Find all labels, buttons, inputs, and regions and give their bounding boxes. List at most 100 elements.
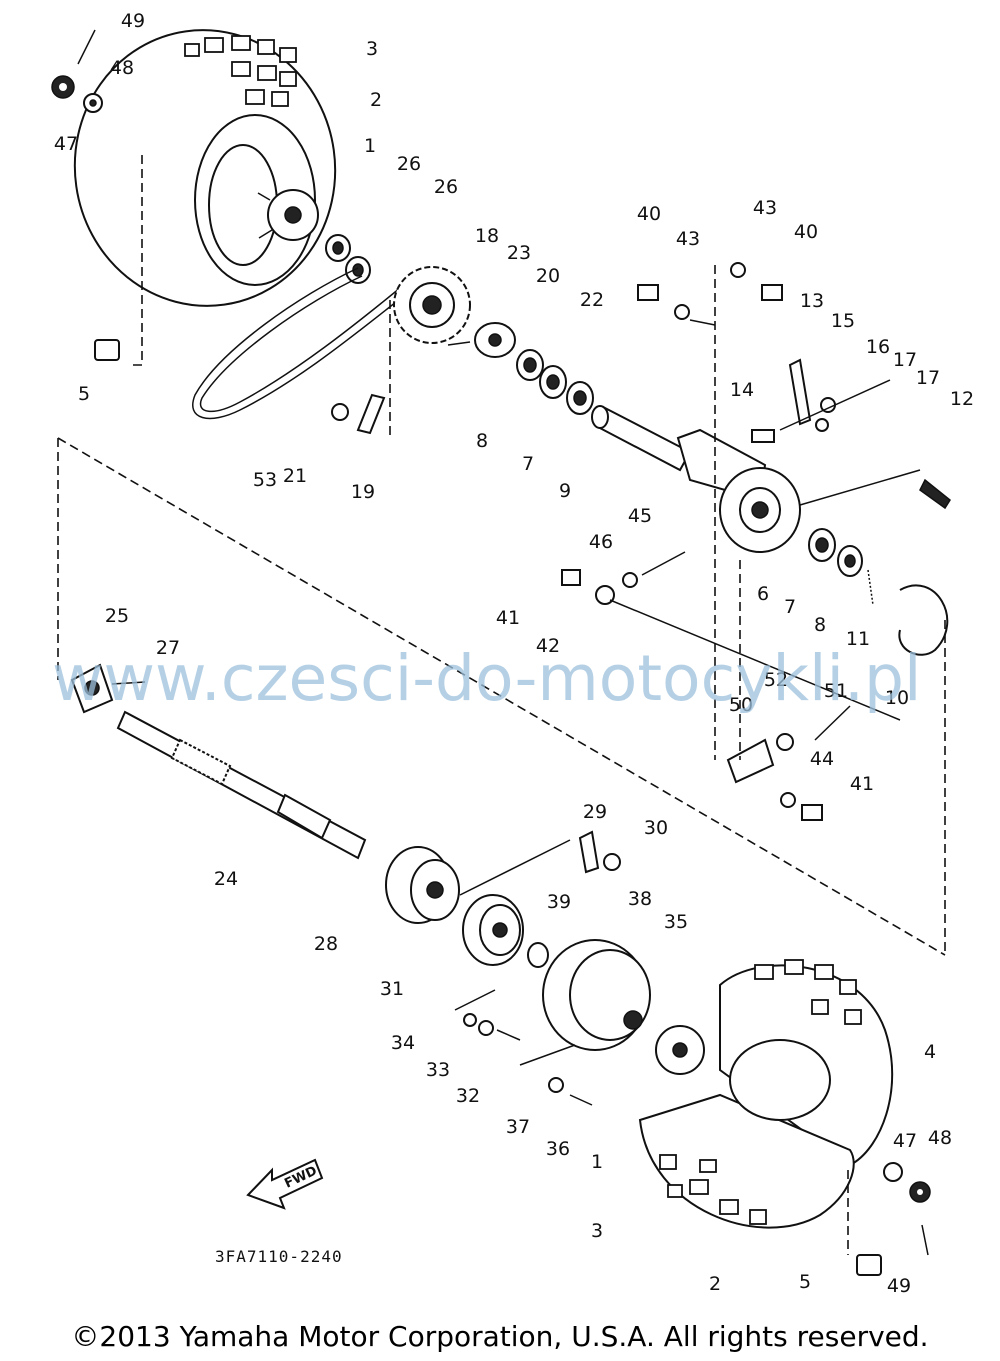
part-label-40-2: 40	[794, 221, 818, 243]
spring-11-icon	[867, 569, 874, 606]
part-label-52: 52	[764, 669, 788, 691]
part-label-53: 53	[253, 469, 277, 491]
nut-5b-icon	[856, 1254, 882, 1276]
part-label-43-2: 43	[676, 228, 700, 250]
plate-29-icon	[578, 830, 600, 874]
part-label-41: 41	[496, 607, 520, 629]
part-label-2-2: 2	[709, 1273, 721, 1295]
part-label-17: 17	[893, 349, 917, 371]
part-label-35: 35	[664, 911, 688, 933]
bearing-8-icon	[539, 365, 567, 399]
cam-shaft-12-icon	[919, 478, 951, 510]
bolt-23-icon	[447, 341, 471, 346]
part-label-49-2: 49	[887, 1275, 911, 1297]
part-label-10: 10	[885, 687, 909, 709]
part-label-16: 16	[866, 336, 890, 358]
part-label-45: 45	[628, 505, 652, 527]
sprocket-icon	[393, 266, 471, 344]
part-label-26: 26	[397, 153, 421, 175]
cam-lever-13-icon	[788, 358, 812, 426]
hub-housing-6-icon	[676, 428, 801, 553]
part-label-12: 12	[950, 388, 974, 410]
part-label-19: 19	[351, 481, 375, 503]
washer-37-icon	[548, 1077, 564, 1093]
washer-43-icon	[674, 304, 690, 320]
part-label-11: 11	[846, 628, 870, 650]
assembly-dash-lines	[57, 155, 946, 1255]
part-label-25: 25	[105, 605, 129, 627]
part-label-50: 50	[729, 694, 753, 716]
part-label-20: 20	[536, 265, 560, 287]
collar-42-icon	[595, 585, 615, 605]
bearing-26b-icon	[345, 256, 371, 284]
bolt-51-icon	[814, 705, 851, 741]
bolt-40-icon	[637, 284, 659, 301]
part-label-28: 28	[314, 933, 338, 955]
part-label-6: 6	[757, 583, 769, 605]
collar-39-icon	[527, 942, 549, 968]
part-label-5: 5	[78, 383, 90, 405]
part-label-1-2: 1	[591, 1151, 603, 1173]
part-label-44: 44	[810, 748, 834, 770]
nut-21-icon	[331, 403, 349, 421]
washer-33-icon	[478, 1020, 494, 1036]
copyright-footer: ©2013 Yamaha Motor Corporation, U.S.A. A…	[71, 1320, 928, 1353]
part-label-41-2: 41	[850, 773, 874, 795]
lower-wheel-tire-icon	[638, 959, 894, 1229]
bolt-14-icon	[751, 429, 775, 443]
seal-8b-icon	[837, 545, 863, 577]
washer-47-icon	[83, 93, 103, 113]
sprocket-hub-20-icon	[474, 322, 516, 358]
part-label-37: 37	[506, 1116, 530, 1138]
part-label-9: 9	[559, 480, 571, 502]
part-label-21: 21	[283, 465, 307, 487]
nut-46-icon	[622, 572, 638, 588]
bolt-36-icon	[569, 1094, 593, 1106]
part-label-40: 40	[637, 203, 661, 225]
nut-30-icon	[603, 853, 621, 871]
cotter-pin-49b-icon	[921, 1224, 929, 1256]
bolt-32-icon	[496, 1029, 521, 1041]
drum-31-icon	[462, 894, 524, 966]
brake-drum-icon	[542, 939, 651, 1051]
lock-washer-19-icon	[356, 393, 386, 435]
part-label-48: 48	[110, 57, 134, 79]
part-label-4: 4	[924, 1041, 936, 1063]
castle-nut-48-icon	[51, 75, 75, 99]
upper-wheel-tire-icon	[73, 29, 337, 307]
bracket-50-icon	[726, 738, 775, 784]
diagram-code: 3FA7110-2240	[215, 1247, 343, 1266]
part-number-labels: 1122334556778891011121314151617171819202…	[54, 10, 974, 1297]
hub-28-icon	[385, 846, 460, 924]
drive-chain-icon	[192, 267, 406, 420]
castle-nut-48b-icon	[909, 1181, 931, 1203]
part-label-7-2: 7	[784, 596, 796, 618]
watermark-text: www.czesci-do-motocykli.pl	[52, 642, 922, 715]
part-label-8: 8	[476, 430, 488, 452]
part-label-8-2: 8	[814, 614, 826, 636]
part-label-14: 14	[730, 379, 754, 401]
part-label-49: 49	[121, 10, 145, 32]
washer-34-icon	[463, 1013, 477, 1027]
bolt-27-icon	[111, 681, 146, 685]
washer-43b-icon	[730, 262, 746, 278]
fwd-arrow-icon: FWD	[246, 1158, 324, 1210]
part-label-51: 51	[824, 680, 848, 702]
part-label-31: 31	[380, 978, 404, 1000]
part-label-27: 27	[156, 637, 180, 659]
part-label-1: 1	[364, 135, 376, 157]
part-label-48-2: 48	[928, 1127, 952, 1149]
nut-52-icon	[776, 733, 794, 751]
washer-44-icon	[780, 792, 796, 808]
part-label-47: 47	[54, 133, 78, 155]
part-label-30: 30	[644, 817, 668, 839]
part-label-2: 2	[370, 89, 382, 111]
part-label-24: 24	[214, 868, 238, 890]
part-label-3: 3	[366, 38, 378, 60]
bolt-41-icon	[561, 569, 581, 586]
bolt-41b-icon	[801, 804, 823, 821]
part-label-46: 46	[589, 531, 613, 553]
part-label-36: 36	[546, 1138, 570, 1160]
